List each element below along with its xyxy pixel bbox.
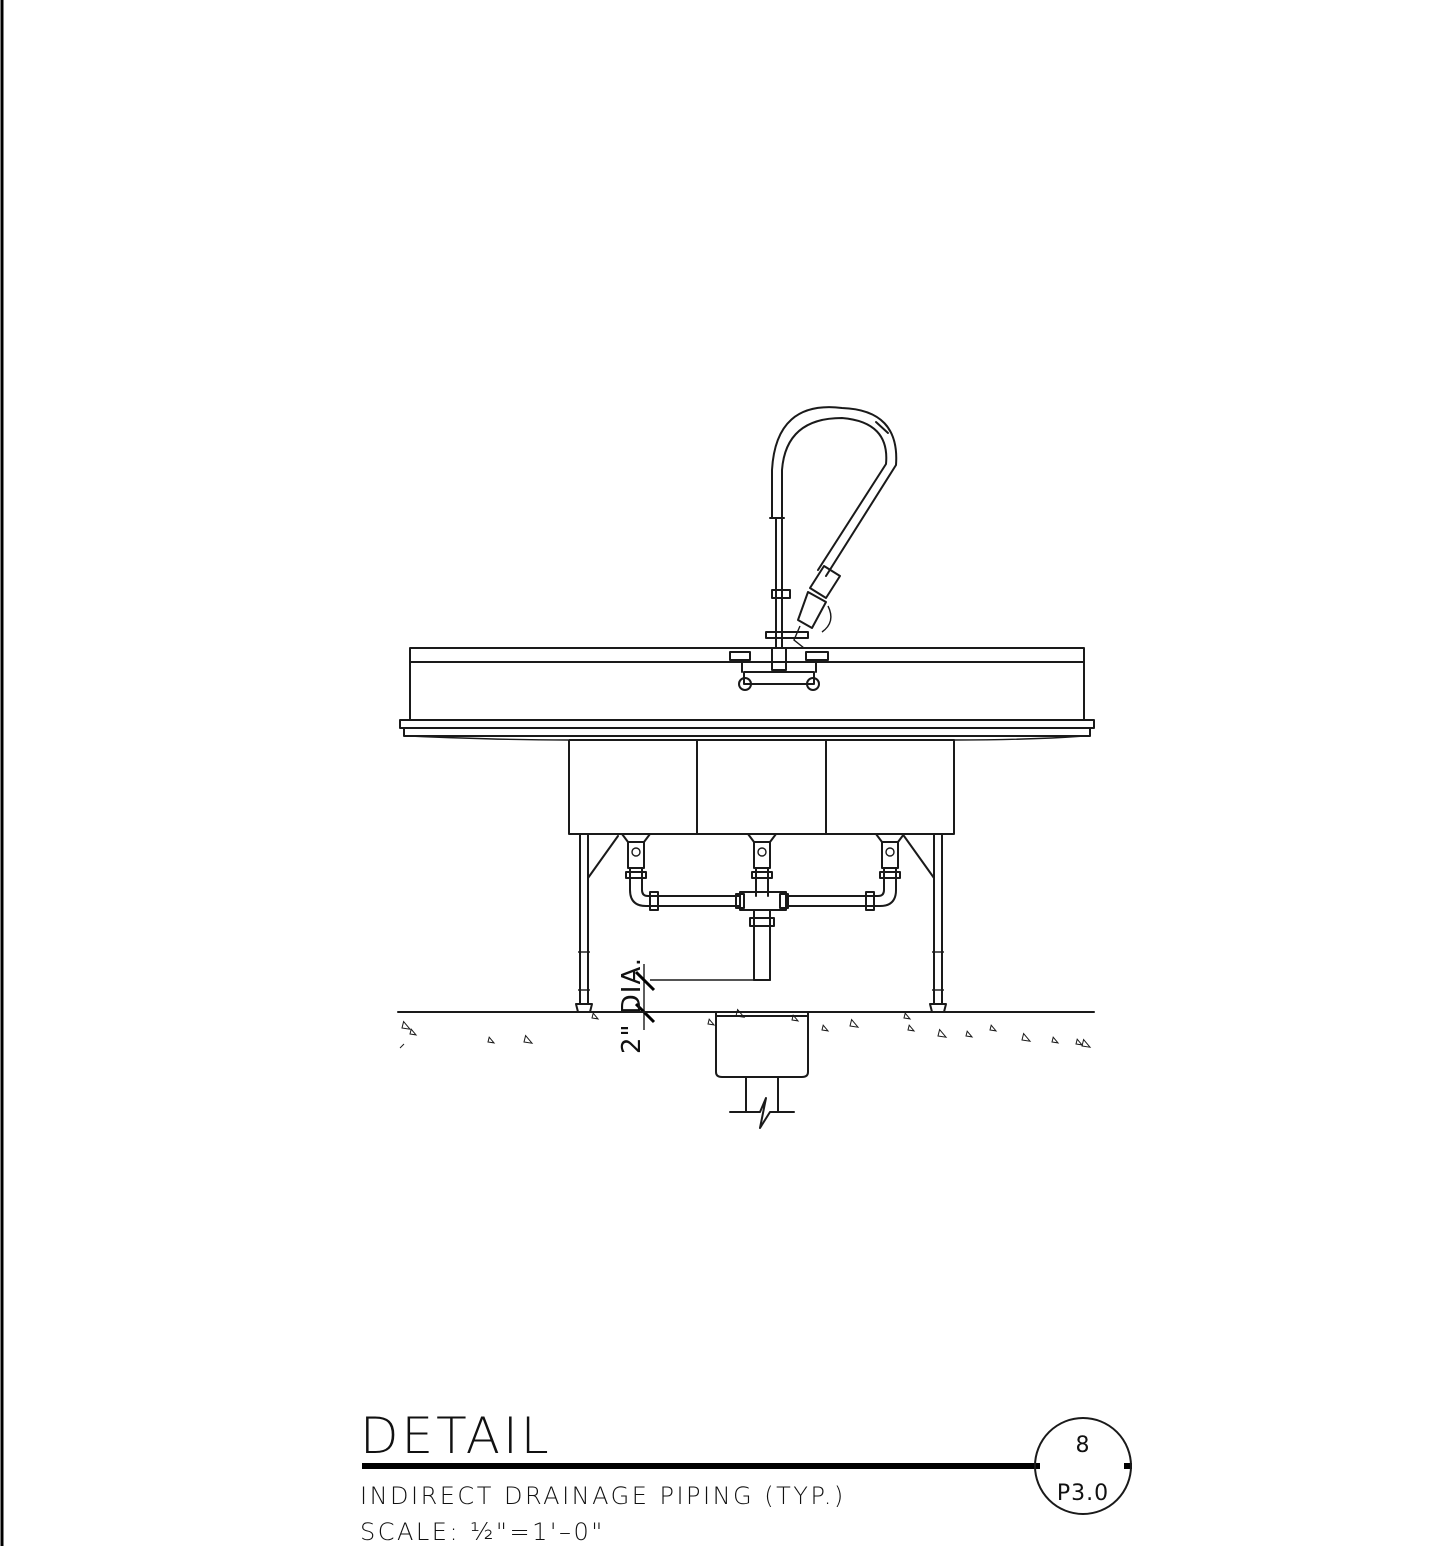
aggregate-mark: [1051, 1036, 1060, 1044]
aggregate-mark: [791, 1014, 800, 1022]
title-block: DETAIL INDIRECT DRAINAGE PIPING (TYP.) S…: [360, 1407, 1132, 1546]
indirect-drain-piping: [621, 833, 905, 981]
aggregate-mark: [903, 1012, 912, 1020]
aggregate-mark: [487, 1036, 496, 1044]
detail-scale: SCALE: ½"=1'–0": [360, 1518, 605, 1546]
detail-heading: DETAIL: [360, 1407, 552, 1465]
aggregate-mark: [907, 1024, 916, 1032]
aggregate-mark: [707, 1018, 716, 1026]
air-gap-dimension: 2" DIA.: [617, 957, 754, 1054]
aggregate-mark: [937, 1028, 948, 1038]
aggregate-mark: [821, 1024, 830, 1032]
aggregate-mark: [849, 1018, 860, 1028]
aggregate-mark: [523, 1034, 534, 1044]
aggregate-mark: [965, 1030, 974, 1038]
sheet-number: P3.0: [1057, 1481, 1109, 1506]
floor-slab: [397, 1008, 1095, 1049]
detail-number: 8: [1076, 1433, 1091, 1458]
detail-description: INDIRECT DRAINAGE PIPING (TYP.): [360, 1482, 846, 1510]
aggregate-mark: [989, 1024, 998, 1032]
three-compartment-sink: [399, 647, 1095, 835]
detail-tag-bubble: 8 P3.0: [1034, 1417, 1132, 1515]
dimension-label: 2" DIA.: [617, 957, 647, 1054]
floor-sink: [715, 1011, 809, 1129]
aggregate-mark: [1081, 1038, 1092, 1048]
aggregate-mark: [401, 1020, 412, 1030]
aggregate-mark: [1021, 1032, 1032, 1042]
aggregate-mark: [399, 1043, 405, 1049]
aggregate-mark: [591, 1012, 600, 1020]
aggregate-mark: [1075, 1038, 1084, 1046]
aggregate-mark: [409, 1028, 418, 1036]
